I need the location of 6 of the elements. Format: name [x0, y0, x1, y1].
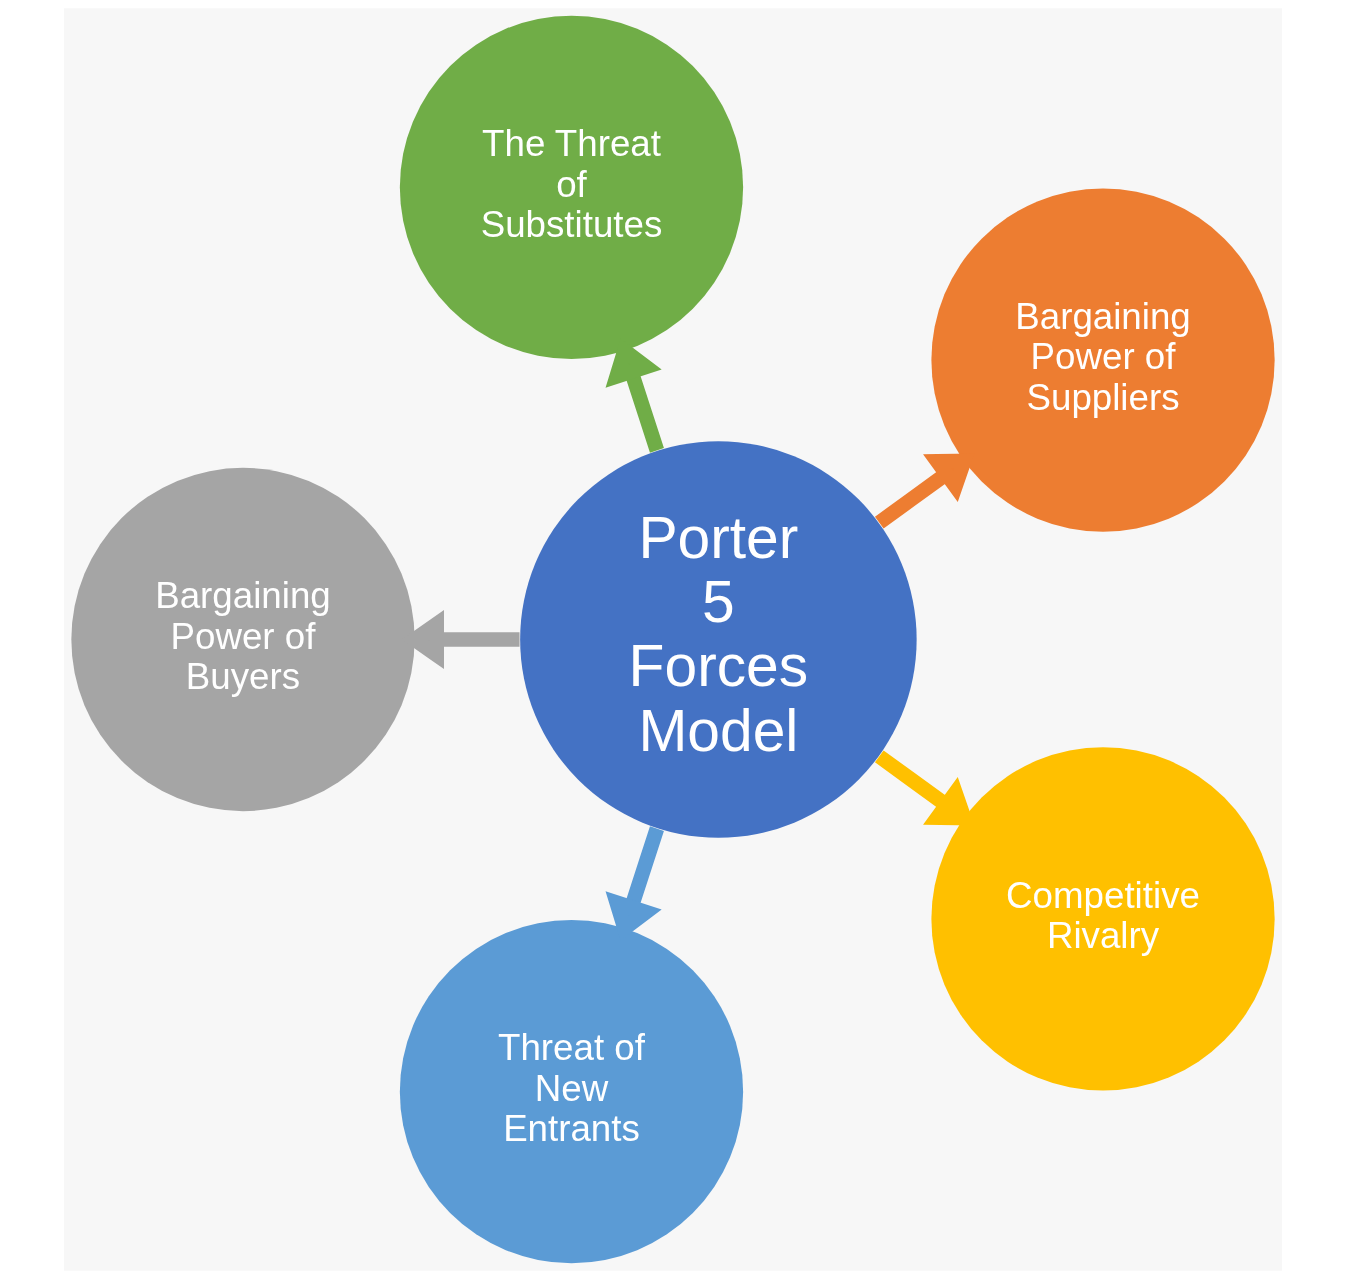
node-circle: Bargaining Power of Buyers [70, 467, 415, 812]
node-circle: Threat of New Entrants [399, 920, 743, 1264]
node-circle: Porter 5 Forces Model [519, 441, 917, 838]
node-circle: Bargaining Power of Suppliers [930, 188, 1275, 532]
node-circle: Competitive Rivalry [930, 747, 1275, 1091]
node-circle: The Threat of Substitutes [399, 15, 743, 359]
